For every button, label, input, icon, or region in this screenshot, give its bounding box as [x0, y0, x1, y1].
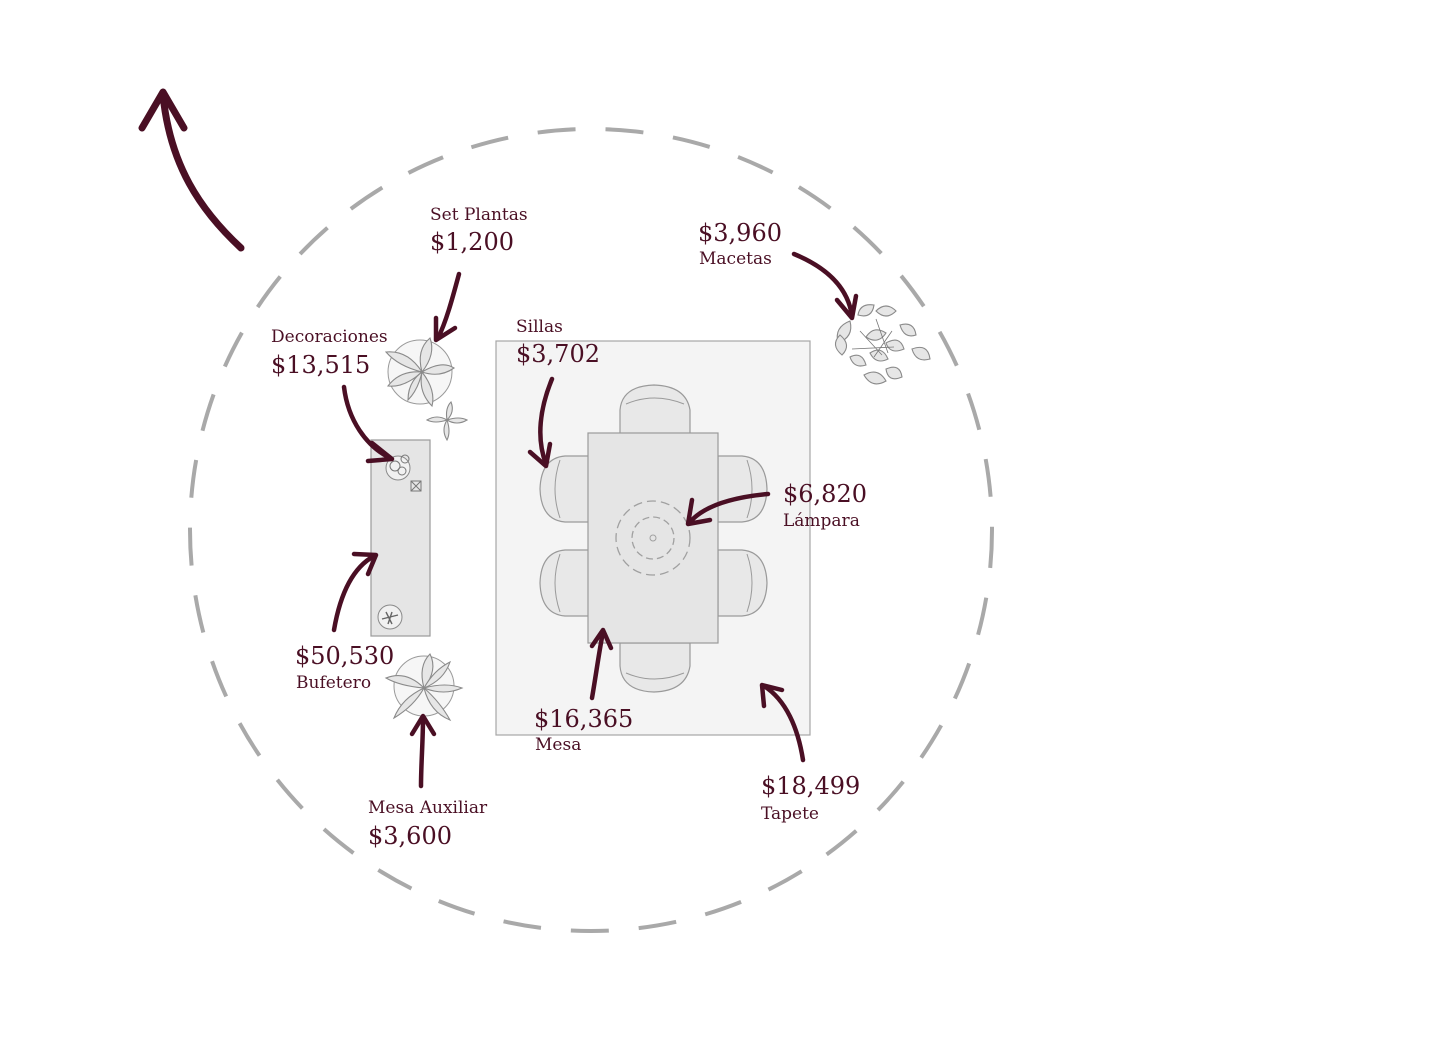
sillas-price: $3,702 [516, 340, 600, 368]
dashed-boundary-ring [188, 127, 994, 933]
mesa-auxiliar-price: $3,600 [368, 822, 452, 850]
set-plantas-price: $1,200 [430, 228, 514, 256]
decoraciones-name: Decoraciones [271, 327, 388, 347]
flower-pots-icon[interactable] [834, 304, 931, 385]
bufetero-name: Bufetero [296, 673, 372, 693]
arrow-mesa [589, 627, 614, 701]
chair-top[interactable] [619, 384, 691, 435]
arrow-mesa-auxiliar [409, 713, 437, 789]
tapete-price: $18,499 [761, 772, 861, 800]
mesa-price: $16,365 [534, 705, 634, 733]
lampara-name: Lámpara [783, 511, 860, 531]
arrow-bufetero [331, 551, 379, 633]
lamp-icon[interactable] [615, 500, 691, 576]
bufetero-price: $50,530 [295, 642, 395, 670]
decoraciones-price: $13,515 [271, 351, 371, 379]
arrow-macetas [791, 251, 859, 321]
chair-left-bottom[interactable] [539, 549, 590, 617]
macetas-price: $3,960 [698, 219, 782, 247]
arrow-decoraciones [341, 384, 395, 464]
macetas-name: Macetas [699, 249, 772, 269]
chair-left-top[interactable] [539, 455, 590, 523]
arrow-set-plantas [433, 271, 462, 343]
mesa-auxiliar-name: Mesa Auxiliar [368, 798, 488, 818]
side-table-plant[interactable] [384, 653, 464, 722]
arrow-lampara [685, 491, 771, 527]
sillas-name: Sillas [516, 317, 563, 337]
arrow-sillas [527, 376, 555, 469]
dining-table[interactable] [587, 432, 719, 644]
decor-icon[interactable] [377, 454, 422, 630]
mesa-name: Mesa [535, 735, 582, 755]
arrow-tapete [759, 682, 806, 763]
set-plantas-name: Set Plantas [430, 205, 528, 225]
rotate-arrow-icon[interactable] [138, 88, 245, 252]
lampara-price: $6,820 [783, 480, 867, 508]
chair-bottom[interactable] [619, 642, 691, 693]
plant-icon[interactable] [384, 337, 469, 442]
tapete-name: Tapete [761, 804, 819, 824]
chair-right-bottom[interactable] [717, 549, 768, 617]
chair-right-top[interactable] [717, 455, 768, 523]
